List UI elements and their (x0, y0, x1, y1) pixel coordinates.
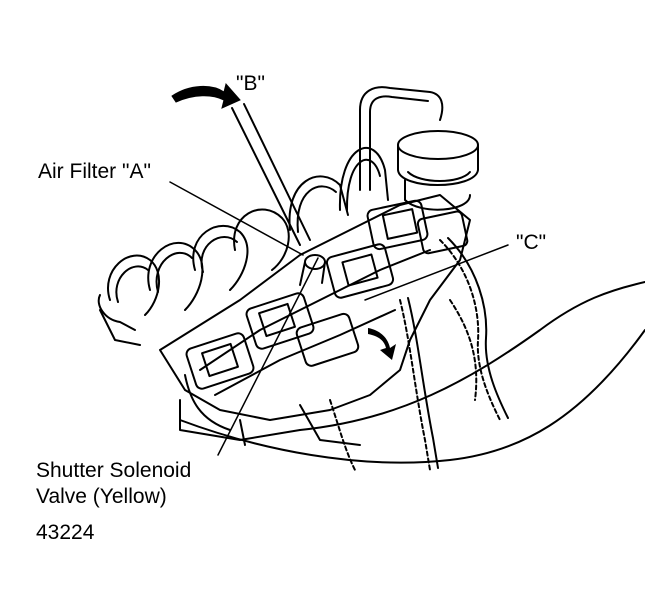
hose-loop-4 (233, 208, 290, 271)
leader-air-filter-a (169, 181, 304, 256)
valve-connectors (185, 199, 469, 390)
hose-loop-1 (107, 254, 161, 316)
air-filter-a (304, 254, 326, 270)
hose-left-end (97, 294, 136, 331)
leader-shutter-valve (217, 257, 319, 456)
label-shutter-solenoid-line1: Shutter Solenoid (36, 459, 192, 482)
engine-block (159, 194, 471, 421)
line-b-tube (231, 107, 301, 246)
label-b: "B" (236, 72, 265, 95)
body-contour-left (184, 374, 231, 431)
label-air-filter-a: Air Filter "A" (38, 160, 151, 183)
engine-block-inner (199, 249, 431, 371)
label-c: "C" (516, 231, 547, 254)
vacuum-canister-body (397, 144, 479, 186)
label-shutter-solenoid-line2: Valve (Yellow) (36, 485, 167, 508)
body-contour-lower (179, 329, 645, 464)
wiring-harness-1 (439, 239, 501, 421)
arrow-c (368, 328, 396, 360)
vacuum-pipe (359, 86, 444, 191)
leader-c (364, 244, 509, 301)
wiring-harness-2 (399, 299, 431, 471)
hose-arc-top-1 (288, 175, 349, 231)
hose-loop-3 (192, 224, 249, 291)
figure-number: 43224 (36, 521, 95, 544)
body-contour-upper (299, 281, 645, 431)
vacuum-canister-top (397, 130, 479, 160)
curved-arrow-b (171, 82, 241, 109)
wiring-harness-3 (449, 299, 478, 401)
